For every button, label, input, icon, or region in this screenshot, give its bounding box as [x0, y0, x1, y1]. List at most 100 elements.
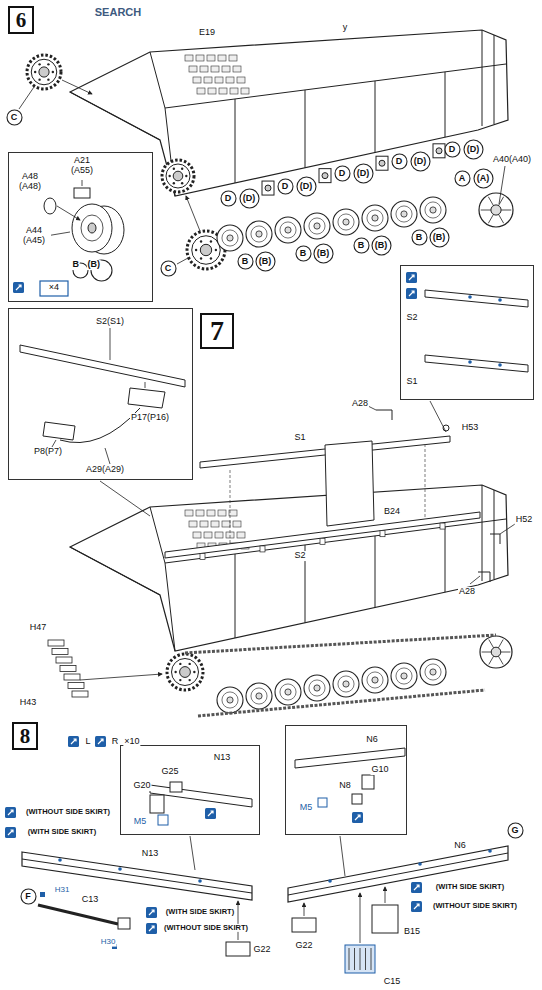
part-label: A40(A40)	[492, 155, 532, 165]
assembly-arrow	[80, 674, 162, 680]
part-letter-circle: B	[411, 229, 428, 246]
engine-grille	[197, 88, 205, 94]
engine-grille	[200, 521, 208, 527]
road-wheel	[246, 221, 272, 247]
cement-glyph	[414, 885, 419, 890]
part-label: (WITH SIDE SKIRT)	[435, 883, 505, 891]
hull-panel-line	[445, 527, 446, 592]
wheel-hub	[314, 685, 320, 691]
engine-grille	[207, 55, 215, 61]
road-wheel	[362, 205, 388, 231]
cement-icon	[352, 812, 363, 823]
part-letter-circle: F	[20, 888, 37, 905]
part-label: H31	[54, 886, 71, 895]
cement-icon	[95, 736, 106, 747]
cement-glyph	[16, 285, 21, 290]
glue-point	[418, 862, 422, 866]
sprocket-hub	[173, 171, 183, 181]
cement-icon	[5, 807, 16, 818]
leader-line	[500, 524, 515, 534]
part-label: A28	[458, 587, 476, 597]
cement-icon	[406, 288, 417, 299]
leader-line	[499, 166, 505, 204]
track-link	[64, 674, 80, 680]
sprocket-disc	[172, 659, 199, 686]
part-number: G25	[160, 767, 179, 777]
road-wheel	[420, 197, 446, 223]
hull-side	[70, 30, 508, 196]
side-skirt-rail	[288, 846, 508, 902]
wheel-hub	[401, 211, 407, 217]
wheel-rim	[367, 672, 383, 688]
bogie-bracket	[433, 144, 445, 158]
cement-icon	[146, 907, 157, 918]
part-number: G10	[370, 765, 389, 775]
circle-outline	[445, 142, 460, 157]
cement-glyph	[409, 291, 414, 296]
cement-glyph	[8, 830, 13, 835]
track-link	[60, 666, 76, 672]
rail-bracket	[200, 554, 205, 560]
part-letter: B	[72, 260, 81, 270]
part-letter: (D)	[357, 169, 370, 178]
wheel-hub	[314, 223, 320, 229]
cement-icon	[68, 736, 79, 747]
road-wheel	[304, 675, 330, 701]
cement-icon	[5, 827, 16, 838]
wheel-rim	[222, 230, 238, 246]
part-letter: (B)	[87, 260, 102, 270]
side-skirt-rail	[20, 345, 185, 387]
part-label: H43	[19, 698, 38, 708]
hull-panel-line	[235, 99, 236, 183]
wheel-rim	[396, 206, 412, 222]
idler-spoke	[489, 656, 494, 664]
assembly-guide	[425, 444, 426, 518]
leader-line	[105, 448, 110, 464]
circle-outline	[221, 191, 236, 206]
part-letter-circle: (D)	[239, 188, 260, 209]
glue-point	[198, 879, 202, 883]
part-label: G22	[252, 945, 271, 955]
engine-grille	[226, 77, 234, 83]
hull-panel-line	[375, 81, 376, 153]
part-letter-circle: (D)	[463, 139, 484, 160]
part-label: y	[342, 23, 349, 33]
part-label: (WITH SIDE SKIRT)	[27, 828, 97, 836]
circle-outline	[238, 254, 253, 269]
part-label: (WITHOUT SIDE SKIRT)	[432, 902, 518, 910]
circle-outline	[256, 252, 275, 271]
assembly-arrow	[238, 901, 239, 940]
bogie-bracket	[319, 169, 331, 183]
part-number: P17(P16)	[130, 413, 170, 423]
road-wheel	[333, 671, 359, 697]
cement-glyph	[355, 815, 360, 820]
engine-grille	[185, 55, 193, 61]
engine-grille	[196, 55, 204, 61]
assembly-arrow	[385, 887, 386, 903]
wheel-hub	[430, 669, 436, 675]
glue-point	[468, 360, 472, 364]
part-letter-circle: (B)	[255, 251, 276, 272]
bracket-part	[150, 795, 164, 813]
bracket-plate	[128, 388, 165, 408]
side-skirt-rail	[165, 512, 480, 558]
engine-grille	[207, 510, 215, 516]
circle-outline	[412, 230, 427, 245]
detail-inset: N13G20G25M5	[120, 745, 260, 835]
part-label: A28	[351, 399, 369, 409]
wheel-hub	[343, 219, 349, 225]
drive-sprocket	[162, 160, 194, 192]
wheel-hub	[372, 677, 378, 683]
sprocket-hub	[200, 244, 211, 255]
road-wheel	[246, 683, 272, 709]
bogie-pivot	[265, 185, 271, 191]
hull-side	[70, 485, 508, 651]
cement-glyph	[409, 275, 414, 280]
bogie-bracket	[376, 156, 388, 170]
part-letter: (D)	[300, 182, 313, 191]
part-number: N6	[365, 735, 379, 745]
part-letter: F	[25, 892, 31, 901]
part-stripe	[349, 948, 350, 970]
hull-panel-line	[235, 554, 236, 638]
hub-bolt	[210, 257, 212, 259]
